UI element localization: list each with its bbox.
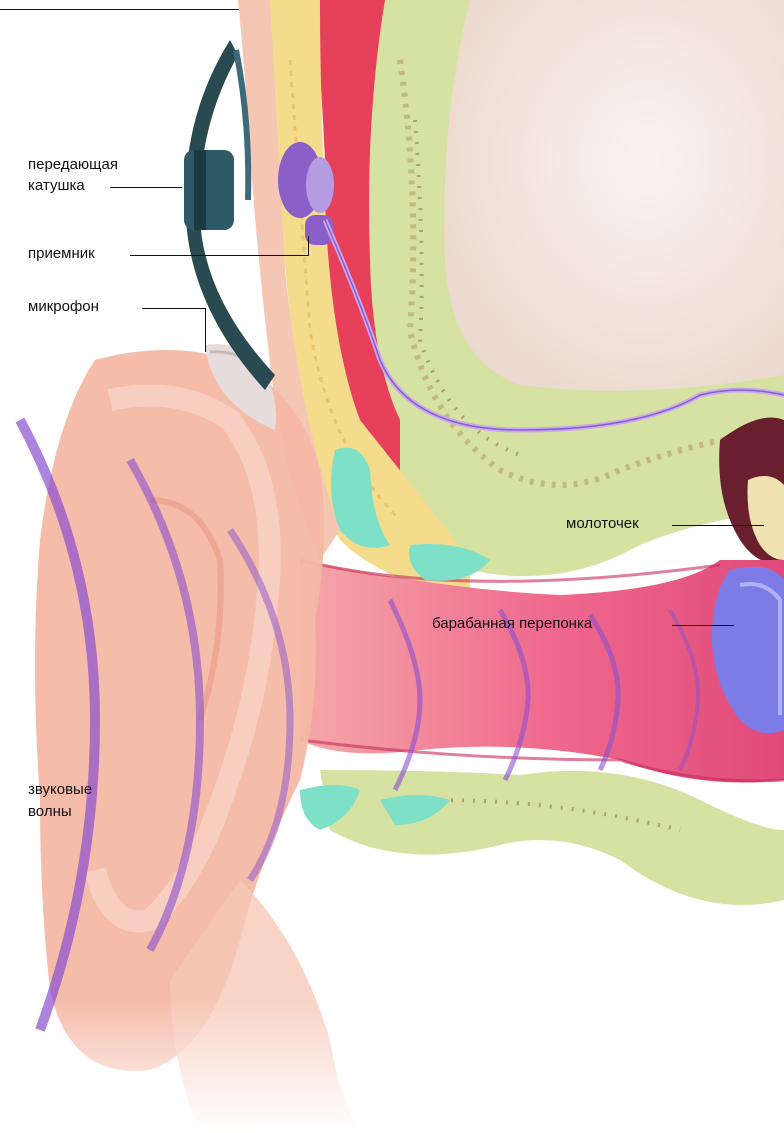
lower-temporal-bone [320,770,784,905]
eardrum-leader [672,625,734,626]
eardrum-label: барабанная перепонка [432,614,592,634]
cranial-cavity [440,0,784,400]
malleus-label: молоточек [566,514,639,534]
microphone-label: микрофон [28,297,99,317]
sound-waves-label-line2: волны [28,802,72,822]
receiver-label: приемник [28,244,95,264]
transmit-coil-leader [110,187,182,188]
transmit-coil-body [184,150,234,230]
receiver-leader-v [308,236,309,256]
microphone-leader-v [205,308,206,352]
receiver-leader-h [130,255,308,256]
sound-waves-label-line1: звуковые [28,780,92,800]
transmit-coil-label-line1: передающая [28,155,118,175]
microphone-leader-h [142,308,206,309]
transmit-coil-label-line2: катушка [28,176,85,196]
malleus-leader [672,525,764,526]
